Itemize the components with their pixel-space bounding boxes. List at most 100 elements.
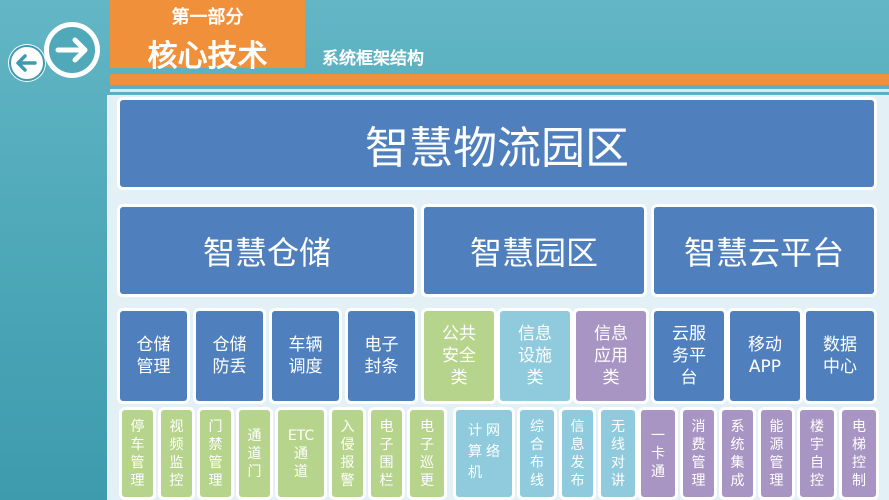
level4-node: 无线对讲 <box>598 407 638 500</box>
level4-node: 入侵报警 <box>329 407 366 500</box>
level3-node: 信息应用类 <box>573 308 649 404</box>
level3-node-line: 仓储 <box>136 335 171 355</box>
level4-node: 电子围栏 <box>368 407 405 500</box>
level4-node-char: 理 <box>691 472 706 489</box>
level4-node: 一卡通 <box>638 407 678 500</box>
section-title: 核心技术 <box>147 39 268 74</box>
level3-node-line: APP <box>748 357 782 377</box>
level4-node: 电子巡更 <box>407 407 447 500</box>
arrow-left-icon[interactable] <box>8 44 46 82</box>
level3-node: 电子封条 <box>345 308 418 404</box>
level4-node: 系统集成 <box>719 407 756 500</box>
level4-node-char: 道 <box>247 445 262 462</box>
level3-node-line: 务平 <box>672 346 706 366</box>
level4-node-char: 成 <box>730 472 745 489</box>
level4-node-char: 息 <box>570 436 585 453</box>
level3-node-line: 云服 <box>672 324 706 344</box>
level3-node: 数据中心 <box>803 308 877 404</box>
level3-node-line: 仓储 <box>212 335 247 355</box>
level3-node-line: 设施 <box>518 346 552 366</box>
level3-node-line: 车辆 <box>288 335 323 355</box>
level4-node-char: 监 <box>169 454 184 471</box>
level4-node: 综合布线 <box>517 407 557 500</box>
level4-node-char: 车 <box>130 436 145 453</box>
level3-node-line: 防丢 <box>212 357 247 377</box>
level4-node-char: 统 <box>730 436 745 453</box>
white-divider <box>110 89 889 92</box>
level4-node-char: 线 <box>530 472 544 489</box>
level4-node-char: 侵 <box>340 436 355 453</box>
level4-node-char: 对 <box>611 454 625 471</box>
level3-node-line: 信息 <box>518 324 552 344</box>
level3-node: 云服务平台 <box>651 308 727 404</box>
level4-node-char: 无 <box>611 418 625 435</box>
level3-node: 公共安全类 <box>421 308 497 404</box>
part-label: 第一部分 <box>171 7 244 28</box>
level4-node-char: 控 <box>810 472 824 489</box>
level4-node-char: 计 <box>468 423 482 439</box>
level4-node-char: 通 <box>294 445 308 462</box>
level4-node-char: 源 <box>769 436 784 453</box>
level3-node: 仓储防丢 <box>193 308 266 404</box>
level3-node-line: 类 <box>526 368 544 388</box>
level3-node-line: 数据 <box>823 335 857 355</box>
level4-node-char: 管 <box>130 454 145 471</box>
level4-node-char: 集 <box>730 454 745 471</box>
level4-node-char: 管 <box>769 454 784 471</box>
level4-node-char: 信 <box>570 418 585 435</box>
level4-node: 视频监控 <box>158 407 195 500</box>
orange-divider <box>110 74 889 85</box>
level4-node-char: 卡 <box>651 445 665 462</box>
level4-node-char: 自 <box>810 454 824 471</box>
section-title-box: 第一部分 核心技术 <box>110 0 305 74</box>
level3-node-line: 台 <box>680 368 698 388</box>
level4-node-char: 电 <box>379 418 394 435</box>
level4-node-char: 控 <box>852 454 866 471</box>
diagram-root-node: 智慧物流园区 <box>117 97 877 190</box>
level3-node-line: 公共 <box>442 324 476 344</box>
level4-node-char: 一 <box>651 427 665 444</box>
level3-node: 车辆调度 <box>269 308 342 404</box>
level4-node-char: 合 <box>530 436 544 453</box>
node-smart-park: 智慧园区 <box>421 204 647 297</box>
slide-subtitle: 系统框架结构 <box>322 49 424 69</box>
level4-node-char: 算 <box>468 444 482 460</box>
level4-node-char: 讲 <box>611 472 625 489</box>
level4-node-char: 理 <box>769 472 784 489</box>
level4-node-char: 频 <box>169 436 184 453</box>
level4-node-char: 梯 <box>852 436 866 453</box>
level4-node-char: 门 <box>247 463 262 480</box>
level4-node-char: 入 <box>340 418 355 435</box>
level4-node-char: 子 <box>379 436 394 453</box>
level4-node: 信息发布 <box>559 407 596 500</box>
level4-node: 门禁管理 <box>197 407 234 500</box>
level4-node-char: 管 <box>691 454 706 471</box>
level4-node-char: 机 <box>468 465 482 481</box>
level4-node: 停车管理 <box>119 407 156 500</box>
level4-node-char: 宇 <box>810 436 824 453</box>
level4-node: 计网算络机 <box>453 407 515 500</box>
level4-node-char: 能 <box>769 418 784 435</box>
level4-node-char: 视 <box>169 418 184 435</box>
level3-node-line: 移动 <box>748 335 782 355</box>
level4-node-char: 管 <box>208 454 223 471</box>
level4-node-char: 门 <box>208 418 223 435</box>
level4-node-char: 楼 <box>810 418 824 435</box>
level4-node-char: 布 <box>570 472 585 489</box>
level4-node-char: 警 <box>340 472 355 489</box>
level4-node-char: 络 <box>486 444 500 460</box>
level3-node-line: 类 <box>602 368 620 388</box>
level4-node-char: 制 <box>852 472 866 489</box>
level4-node-char: 理 <box>130 472 145 489</box>
level4-node-char: 子 <box>420 436 434 453</box>
level4-node-grid: 计网算络机 <box>466 422 502 482</box>
level3-node-line: 调度 <box>288 357 323 377</box>
level4-node-char: 控 <box>169 472 184 489</box>
level4-node-char: 巡 <box>420 454 434 471</box>
arrow-right-icon[interactable] <box>44 22 100 78</box>
level3-node-line: 封条 <box>364 357 399 377</box>
level4-node: 消费管理 <box>680 407 717 500</box>
level3-node-line: 类 <box>450 368 468 388</box>
level4-node-char: 围 <box>379 454 394 471</box>
